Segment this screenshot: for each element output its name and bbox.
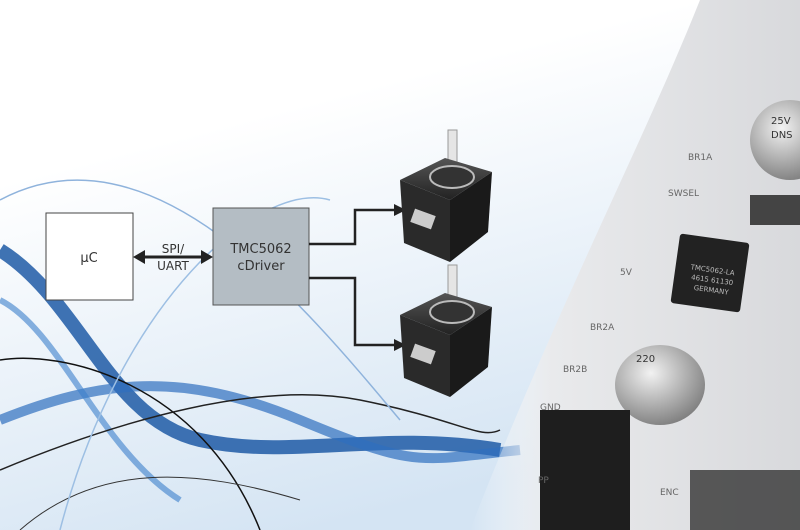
silkscreen-label: BR2B [563, 365, 587, 375]
blue-waves [0, 179, 521, 530]
silkscreen-label: ENC [660, 488, 679, 498]
interface-label-line2: UART [157, 259, 189, 273]
silkscreen-label: GND [540, 403, 561, 413]
motor-label [410, 208, 436, 230]
silkscreen-label: BR1A [688, 153, 713, 163]
pcb-photo: TMC5062-LA 4615 61130 GERMANY 25V DNS 22… [470, 0, 800, 530]
capacitor-value-marking: 220 [636, 354, 655, 365]
arrowhead-right-icon [201, 250, 213, 264]
arrowhead-left-icon [133, 250, 145, 264]
arrowhead-motor1-icon [394, 204, 406, 216]
silkscreen-label: 5V [620, 268, 633, 278]
silkscreen-label: BR2A [590, 323, 615, 333]
motor-side-right [450, 307, 492, 397]
driver-block [212, 207, 310, 306]
driver-label-line1: TMC5062 [229, 242, 291, 257]
jumper-header [540, 410, 630, 530]
stepper-motor-1 [400, 129, 492, 262]
capacitor-dns-marking: DNS [771, 130, 793, 141]
motor-flange [429, 165, 475, 189]
driver-chip [670, 233, 750, 313]
silkscreen-label: SWSEL [668, 189, 699, 199]
arrowhead-motor2-icon [394, 339, 406, 351]
microcontroller-block [45, 212, 134, 301]
driver-label-line2: cDriver [237, 259, 285, 274]
capacitor-voltage-marking: 25V [771, 116, 791, 127]
interface-arrow [133, 250, 213, 264]
stepper-motor-2 [400, 264, 492, 397]
capacitor-top [750, 100, 800, 180]
capacitor-bottom [615, 345, 705, 425]
microcontroller-label: µC [80, 251, 97, 266]
silkscreen-label: PP [538, 476, 549, 486]
motor-label [410, 343, 436, 365]
motor-connections [309, 208, 396, 347]
interface-label-line1: SPI/ [162, 242, 185, 256]
motor-flange [429, 300, 475, 324]
motor-side-right [450, 172, 492, 262]
